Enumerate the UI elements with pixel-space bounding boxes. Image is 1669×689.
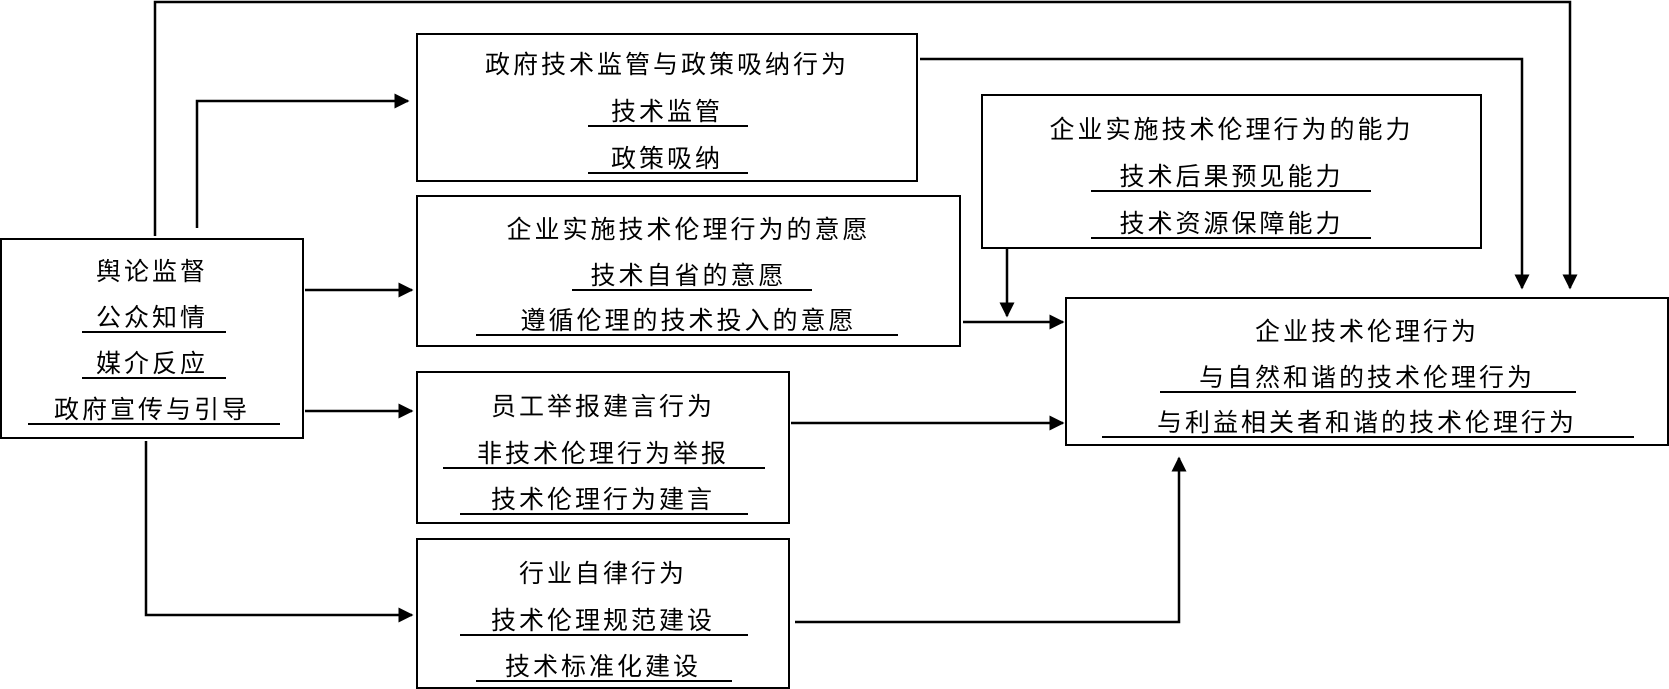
arrow-opinion-to-enterprise-top bbox=[153, 0, 1578, 290]
will-item: 技术自省的意愿 bbox=[590, 261, 787, 290]
ability-box: 企业实施技术伦理行为的能力 技术后果预见能力 技术资源保障能力 bbox=[981, 94, 1482, 249]
enterprise-box: 企业技术伦理行为 与自然和谐的技术伦理行为 与利益相关者和谐的技术伦理行为 bbox=[1065, 297, 1669, 446]
ability-item: 技术后果预见能力 bbox=[1119, 162, 1344, 191]
gov-item: 政策吸纳 bbox=[610, 144, 723, 173]
will-box: 企业实施技术伦理行为的意愿 技术自省的意愿 遵循伦理的技术投入的意愿 bbox=[416, 195, 961, 347]
opinion-item: 政府宣传与引导 bbox=[53, 395, 250, 424]
gov-box: 政府技术监管与政策吸纳行为 技术监管 政策吸纳 bbox=[416, 33, 918, 182]
employee-item-underline bbox=[443, 467, 765, 469]
enterprise-item: 与利益相关者和谐的技术伦理行为 bbox=[1156, 408, 1577, 437]
arrow-opinion-to-gov bbox=[195, 93, 410, 228]
will-item-underline bbox=[572, 289, 812, 291]
opinion-item-underline bbox=[82, 377, 226, 379]
gov-item-underline bbox=[588, 172, 748, 174]
employee-box: 员工举报建言行为 非技术伦理行为举报 技术伦理行为建言 bbox=[416, 371, 790, 524]
opinion-item: 媒介反应 bbox=[95, 349, 208, 378]
opinion-item-underline bbox=[82, 331, 226, 333]
gov-title: 政府技术监管与政策吸纳行为 bbox=[484, 50, 849, 79]
industry-item-underline bbox=[476, 680, 732, 682]
ability-item: 技术资源保障能力 bbox=[1119, 209, 1344, 238]
opinion-title: 舆论监督 bbox=[95, 257, 208, 286]
ability-title: 企业实施技术伦理行为的能力 bbox=[1049, 115, 1414, 144]
enterprise-item-underline bbox=[1160, 391, 1576, 393]
employee-item: 技术伦理行为建言 bbox=[490, 485, 715, 514]
ability-item-underline bbox=[1091, 237, 1371, 239]
opinion-item-underline bbox=[28, 423, 280, 425]
employee-title: 员工举报建言行为 bbox=[490, 392, 715, 421]
ability-item-underline bbox=[1091, 190, 1371, 192]
industry-item: 技术伦理规范建设 bbox=[490, 606, 715, 635]
enterprise-item: 与自然和谐的技术伦理行为 bbox=[1198, 363, 1535, 392]
industry-item-underline bbox=[460, 634, 748, 636]
enterprise-item-underline bbox=[1102, 436, 1634, 438]
employee-item-underline bbox=[460, 513, 748, 515]
arrow-industry-to-enterprise bbox=[795, 456, 1187, 624]
opinion-box: 舆论监督 公众知情 媒介反应 政府宣传与引导 bbox=[0, 238, 304, 439]
will-item: 遵循伦理的技术投入的意愿 bbox=[520, 306, 857, 335]
employee-item: 非技术伦理行为举报 bbox=[476, 439, 729, 468]
gov-item-underline bbox=[588, 125, 748, 127]
will-title: 企业实施技术伦理行为的意愿 bbox=[506, 215, 871, 244]
opinion-item: 公众知情 bbox=[95, 303, 208, 332]
will-item-underline bbox=[476, 334, 898, 336]
industry-item: 技术标准化建设 bbox=[504, 652, 701, 681]
gov-item: 技术监管 bbox=[610, 97, 723, 126]
arrow-gov-to-enterprise bbox=[920, 57, 1530, 290]
industry-box: 行业自律行为 技术伦理规范建设 技术标准化建设 bbox=[416, 538, 790, 689]
arrow-opinion-to-industry bbox=[144, 441, 414, 623]
enterprise-title: 企业技术伦理行为 bbox=[1254, 317, 1479, 346]
industry-title: 行业自律行为 bbox=[518, 559, 687, 588]
